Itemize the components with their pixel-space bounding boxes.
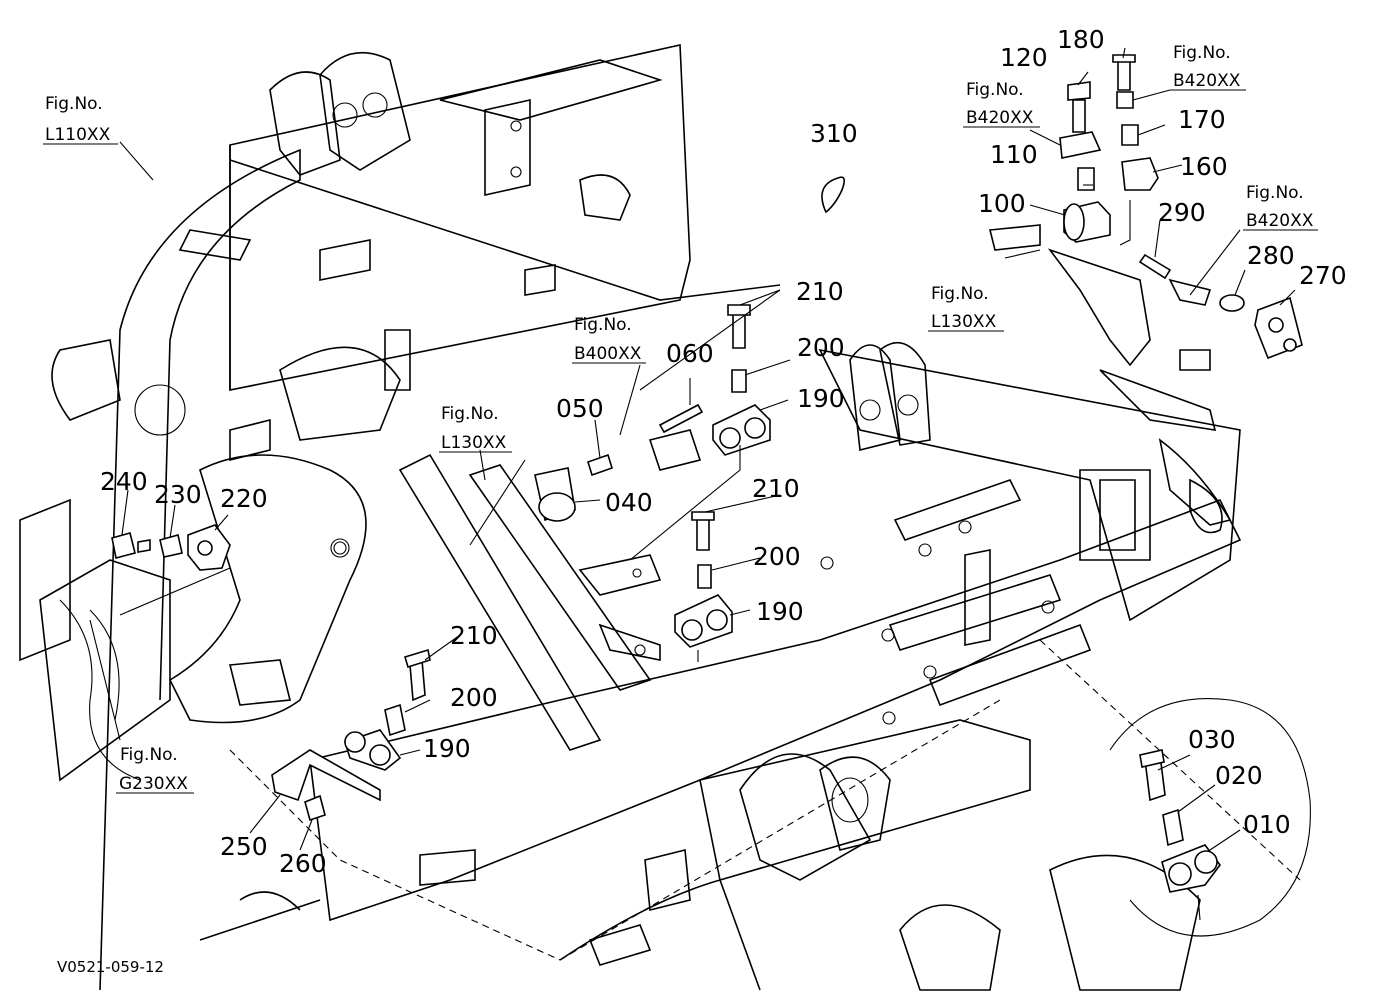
fig-reference-b420-b: Fig.No. B420XX	[1170, 43, 1246, 91]
fig-code: B420XX	[966, 108, 1034, 128]
part-label-240: 240	[100, 467, 148, 496]
part-label-310: 310	[810, 119, 858, 148]
fig-label: Fig.No.	[120, 745, 178, 765]
fig-code: G230XX	[119, 774, 188, 794]
fig-reference-b400: Fig.No. B400XX	[572, 315, 646, 364]
part-label-050: 050	[556, 394, 604, 423]
part-label-190-top: 190	[797, 384, 845, 413]
part-label-290: 290	[1158, 198, 1206, 227]
part-label-200-left: 200	[450, 683, 498, 712]
fig-code: B420XX	[1173, 71, 1241, 91]
part-label-260: 260	[279, 849, 327, 878]
part-label-030: 030	[1188, 725, 1236, 754]
part-number-labels: 010 020 030 040 050 060 100 110 120 160 …	[100, 25, 1347, 878]
fig-code: B400XX	[574, 344, 642, 364]
part-label-190-left: 190	[423, 734, 471, 763]
part-label-220: 220	[220, 484, 268, 513]
fig-label: Fig.No.	[45, 94, 103, 114]
fig-label: Fig.No.	[966, 80, 1024, 100]
fig-label: Fig.No.	[441, 404, 499, 424]
fig-label: Fig.No.	[931, 284, 989, 304]
part-label-020: 020	[1215, 761, 1263, 790]
fig-reference-l110: Fig.No. L110XX	[43, 94, 118, 145]
part-label-180: 180	[1057, 25, 1105, 54]
part-label-200-top: 200	[797, 333, 845, 362]
part-label-210-left: 210	[450, 621, 498, 650]
part-310-tie	[821, 176, 846, 214]
part-label-210-top: 210	[796, 277, 844, 306]
fig-reference-l130-right: Fig.No. L130XX	[928, 284, 1004, 332]
leader-lines	[89, 47, 1296, 921]
part-label-200-middle: 200	[753, 542, 801, 571]
fig-label: Fig.No.	[1173, 43, 1231, 63]
part-label-060: 060	[666, 339, 714, 368]
fig-code: L110XX	[45, 125, 111, 145]
fig-label: Fig.No.	[1246, 183, 1304, 203]
fig-reference-l130-center: Fig.No. L130XX	[439, 404, 512, 453]
part-label-270: 270	[1299, 261, 1347, 290]
frame-linework	[19, 44, 1301, 991]
fig-code: B420XX	[1246, 211, 1314, 231]
part-label-210-middle: 210	[752, 474, 800, 503]
part-label-100: 100	[978, 189, 1026, 218]
drawing-code: V0521-059-12	[57, 958, 164, 976]
fig-reference-g230: Fig.No. G230XX	[116, 745, 194, 794]
part-label-110: 110	[990, 140, 1038, 169]
fig-reference-b420-c: Fig.No. B420XX	[1243, 183, 1318, 231]
part-label-280: 280	[1247, 241, 1295, 270]
part-label-230: 230	[154, 480, 202, 509]
part-label-170: 170	[1178, 105, 1226, 134]
part-label-040: 040	[605, 488, 653, 517]
fig-label: Fig.No.	[574, 315, 632, 335]
part-label-160: 160	[1180, 152, 1228, 181]
fig-code: L130XX	[441, 433, 507, 453]
part-label-120: 120	[1000, 43, 1048, 72]
fig-code: L130XX	[931, 312, 997, 332]
part-label-010: 010	[1243, 810, 1291, 839]
part-label-190-middle: 190	[756, 597, 804, 626]
part-label-250: 250	[220, 832, 268, 861]
parts	[111, 54, 1311, 937]
fig-reference-b420-a: Fig.No. B420XX	[963, 80, 1040, 128]
